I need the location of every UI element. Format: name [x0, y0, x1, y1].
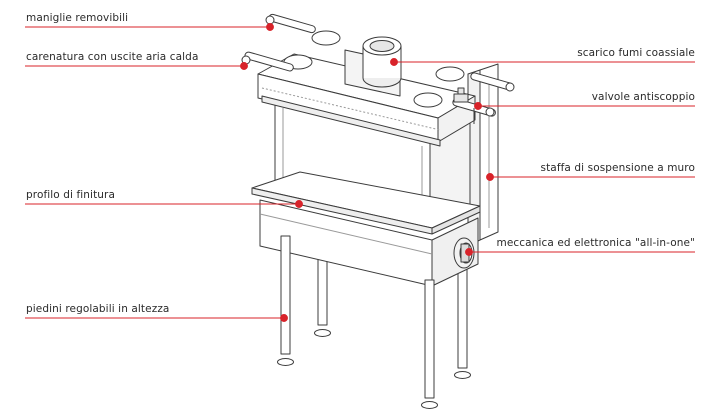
- label-scarico-fumi: scarico fumi coassiale: [577, 47, 695, 59]
- front-feet: [277, 235, 438, 409]
- label-valvole-antiscoppio: valvole antiscoppio: [591, 91, 695, 103]
- wall-bracket: [467, 63, 499, 247]
- label-staffa-sospensione: staffa di sospensione a muro: [540, 162, 695, 174]
- handles: [241, 13, 515, 124]
- label-carenatura: carenatura con uscite aria calda: [26, 51, 199, 63]
- dot-meccanica: [465, 248, 473, 256]
- rear-feet: [314, 244, 471, 379]
- dot-carenatura: [240, 62, 248, 70]
- callout-lines: [25, 23, 695, 322]
- dot-scarico: [390, 58, 398, 66]
- dot-valvole: [474, 102, 482, 110]
- label-profilo-di-finitura: profilo di finitura: [26, 189, 115, 201]
- safety-valves: [453, 87, 469, 103]
- dot-piedini: [280, 314, 288, 322]
- label-piedini-regolabili: piedini regolabili in altezza: [26, 303, 170, 315]
- dot-staffa: [486, 173, 494, 181]
- dot-maniglie: [266, 23, 274, 31]
- label-maniglie-removibili: maniglie removibili: [26, 12, 129, 24]
- label-meccanica-elettronica: meccanica ed elettronica "all-in-one": [496, 237, 695, 249]
- fireplace-drawing: [241, 13, 515, 409]
- dot-profilo: [295, 200, 303, 208]
- coaxial-flue: [344, 36, 402, 97]
- finishing-profile: [251, 171, 481, 235]
